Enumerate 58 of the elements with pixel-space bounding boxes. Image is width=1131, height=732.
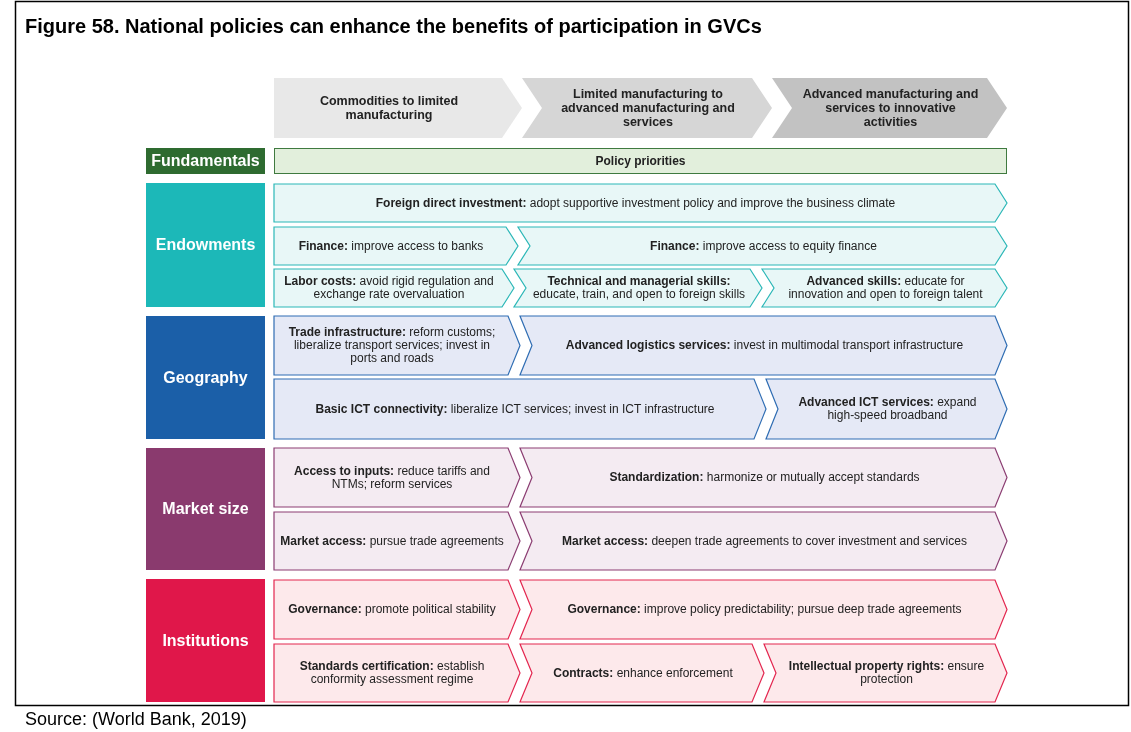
policy-text: Labor costs: avoid rigid regulation and exchange rate overvaluation xyxy=(283,275,495,301)
policy-band xyxy=(520,448,1007,507)
policy-text: Foreign direct investment: adopt supportive investment policy and improve the business climate xyxy=(375,196,896,210)
policy-band xyxy=(764,644,1007,702)
policy-band xyxy=(514,269,762,307)
policy-band xyxy=(274,184,1007,222)
policy-band xyxy=(520,316,1007,375)
stage-band xyxy=(522,78,772,138)
policy-band xyxy=(274,227,518,265)
policy-text: Market access: pursue trade agreements xyxy=(280,534,504,548)
policy-text: Contracts: enhance enforcement xyxy=(553,666,733,680)
policy-text: Governance: improve policy predictability; pursue deep trade agreements xyxy=(567,603,962,616)
category-label: Institutions xyxy=(162,631,249,650)
policy-band xyxy=(518,227,1007,265)
category-label: Market size xyxy=(162,500,249,518)
stage-label: Commodities to limited manufacturing xyxy=(318,94,460,122)
stage-label: Limited manufacturing to advanced manufacturing and services xyxy=(560,87,736,129)
policy-band xyxy=(520,580,1007,639)
policy-band xyxy=(274,580,520,639)
category-label: Endowments xyxy=(155,236,256,254)
policy-text: Market access: deepen trade agreements to cover investment and services xyxy=(562,534,967,548)
policy-text: Intellectual property rights: ensure protection xyxy=(787,660,986,686)
policy-band xyxy=(274,644,520,702)
policy-band xyxy=(274,269,514,307)
policy-text: Finance: improve access to equity finance xyxy=(650,239,877,253)
stage-label: Advanced manufacturing and services to innovative activities xyxy=(801,87,980,129)
category-label-box xyxy=(146,316,265,439)
policy-text: Standardization: harmonize or mutually accept standards xyxy=(609,471,920,484)
policy-text: Advanced skills: educate for innovation and open to foreign talent xyxy=(787,275,984,301)
column-heading: Policy priorities xyxy=(595,154,686,168)
policy-text: Advanced logistics services: invest in multimodal transport infrastructure xyxy=(565,339,964,352)
policy-band xyxy=(274,512,520,570)
policy-band xyxy=(520,644,764,702)
policy-text: Governance: promote political stability xyxy=(288,603,496,616)
policy-text: Basic ICT connectivity: liberalize ICT services; invest in ICT infrastructure xyxy=(315,402,715,416)
policy-text: Advanced ICT services: expand high-speed broadband xyxy=(797,396,978,422)
category-label-box xyxy=(146,148,265,174)
stage-band xyxy=(772,78,1007,138)
category-label: Fundamentals xyxy=(151,152,260,170)
category-label: Geography xyxy=(163,368,248,387)
policy-band xyxy=(274,379,766,439)
policy-band xyxy=(520,512,1007,570)
policy-text: Finance: improve access to banks xyxy=(298,239,484,253)
header-box xyxy=(274,148,1007,174)
category-label-box xyxy=(146,183,265,307)
source-note: Source: (World Bank, 2019) xyxy=(25,709,247,730)
policy-text: Access to inputs: reduce tariffs and NTMs; reform services xyxy=(293,464,491,491)
figure-title: Figure 58. National policies can enhance the benefits of participation in GVCs xyxy=(25,15,762,38)
stage-band xyxy=(274,78,522,138)
category-label-box xyxy=(146,448,265,570)
category-label-box xyxy=(146,579,265,702)
policy-text: Standards certification: establish conformity assessment regime xyxy=(298,660,486,686)
policy-band xyxy=(274,448,520,507)
policy-band xyxy=(766,379,1007,439)
policy-text: Technical and managerial skills: educate, train, and open to foreign skills xyxy=(532,275,746,301)
policy-band xyxy=(274,316,520,375)
policy-text: Trade infrastructure: reform customs; liberalize transport services; invest in ports and roads xyxy=(287,326,497,365)
policy-band xyxy=(762,269,1007,307)
